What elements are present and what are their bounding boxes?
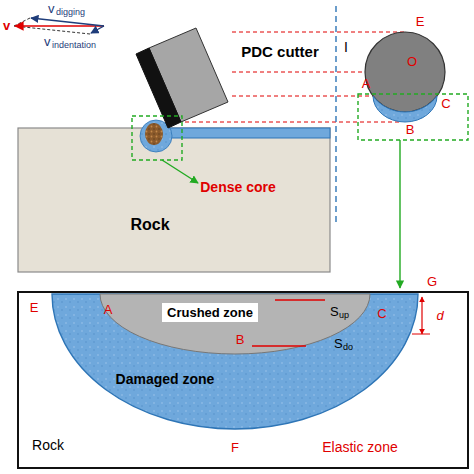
dashed-guide <box>14 26 90 34</box>
point-label: A <box>362 77 371 91</box>
surface-line <box>252 345 306 346</box>
part-label: PDC cutter <box>241 44 319 61</box>
velocity-arrow <box>91 26 104 33</box>
velocity-arrow <box>31 18 104 26</box>
point-label: C <box>377 307 386 321</box>
leader-arrow <box>399 140 400 288</box>
highlight-box <box>132 116 182 160</box>
highlight-box <box>358 94 468 140</box>
section-label: I <box>344 40 348 55</box>
velocity-arrow <box>15 25 104 27</box>
detail-frame <box>18 292 468 468</box>
dimension-label: d <box>436 309 443 323</box>
crushed-zone <box>100 294 370 354</box>
subscript: indentation <box>52 41 96 51</box>
cut-groove <box>168 128 330 138</box>
zone-label-box: Crushed zone <box>162 303 258 322</box>
surface-line <box>275 299 325 300</box>
damaged-zone <box>52 294 418 429</box>
vector-symbol: v <box>3 19 10 33</box>
dashed-guide <box>14 18 30 26</box>
subscript: do <box>343 343 353 353</box>
section-line <box>335 6 336 226</box>
subscript: up <box>339 311 349 321</box>
surface-symbol: S <box>330 305 339 319</box>
dense-core <box>145 123 163 145</box>
leader-arrow <box>162 160 198 183</box>
subscript: digging <box>56 8 85 18</box>
point-label: F <box>231 441 239 455</box>
point-label: C <box>441 97 450 111</box>
projection-line <box>185 122 400 123</box>
vector-symbol: v <box>48 2 55 16</box>
point-label: A <box>104 303 113 317</box>
vector-symbol: v <box>44 35 51 49</box>
zone-label: Damaged zone <box>116 372 215 387</box>
point-label: E <box>30 301 39 315</box>
projection-line <box>232 96 373 97</box>
surface-symbol: S <box>334 337 343 351</box>
depth-bracket <box>421 297 422 334</box>
zone-label: Rock <box>32 438 64 453</box>
zone-label: Elastic zone <box>322 440 397 455</box>
zone-label: Crushed zone <box>167 305 253 320</box>
depth-tick <box>412 334 430 335</box>
point-label: E <box>416 15 425 29</box>
part-label: Rock <box>130 216 169 234</box>
contact-crescent <box>373 96 437 122</box>
point-label: O <box>407 55 417 69</box>
part-label: Dense core <box>200 180 275 195</box>
point-label: B <box>406 123 415 137</box>
point-label: G <box>427 275 437 289</box>
point-label: B <box>236 333 245 347</box>
rock-block <box>18 128 330 272</box>
projection-line <box>232 32 405 33</box>
